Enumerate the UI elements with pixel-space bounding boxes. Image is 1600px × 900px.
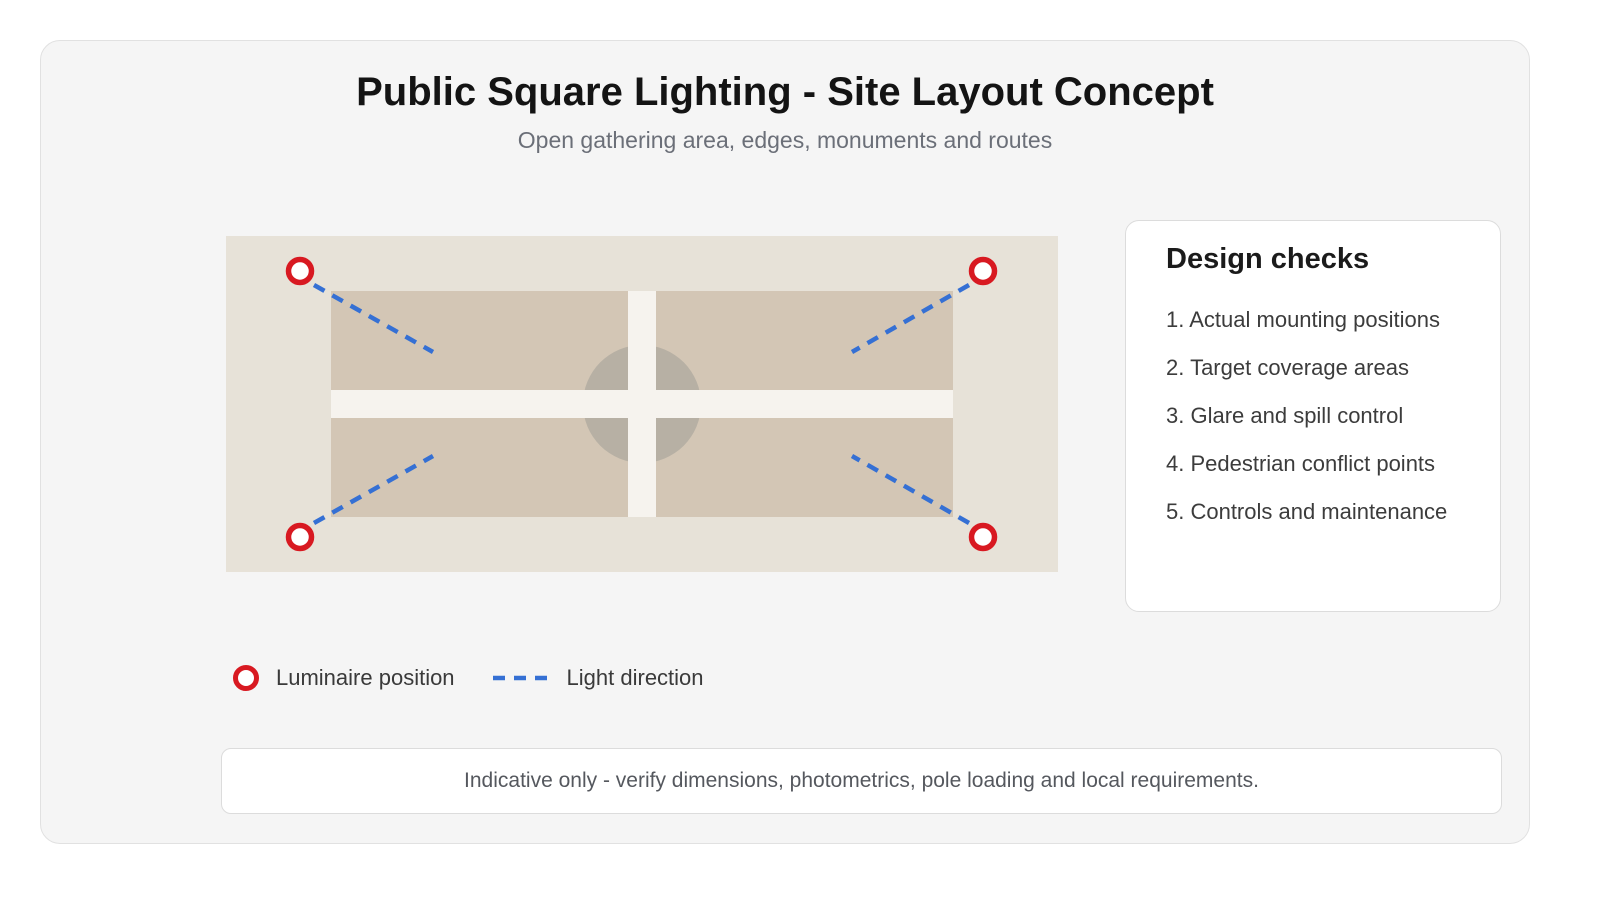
design-checks-title: Design checks — [1166, 243, 1370, 275]
design-check-item: 2. Target coverage areas — [1166, 355, 1409, 380]
block-bottom-left — [331, 418, 628, 517]
light-direction-bottom-left — [312, 454, 435, 525]
block-top-left — [331, 291, 628, 390]
luminaire-top-right — [968, 256, 998, 286]
design-check-item: 4. Pedestrian conflict points — [1166, 451, 1436, 476]
legend: Luminaire position Light direction — [232, 664, 742, 692]
legend-direction-label: Light direction — [566, 665, 704, 690]
footer-note: Indicative only - verify dimensions, pho… — [221, 748, 1502, 814]
legend-luminaire-label: Luminaire position — [276, 665, 455, 690]
design-check-item: 1. Actual mounting positions — [1166, 307, 1440, 332]
design-checks-list: 1. Actual mounting positions 2. Target c… — [1166, 307, 1447, 547]
design-checks-panel: Design checks 1. Actual mounting positio… — [1125, 220, 1501, 612]
light-direction-legend-icon — [492, 675, 551, 681]
luminaire-bottom-left — [285, 522, 315, 552]
luminaire-legend-icon — [233, 665, 259, 691]
legend-item-direction: Light direction — [492, 665, 704, 691]
path-vertical — [628, 291, 656, 517]
luminaire-bottom-right — [968, 522, 998, 552]
block-top-right — [656, 291, 953, 390]
design-check-item: 5. Controls and maintenance — [1166, 499, 1448, 524]
page-title: Public Square Lighting - Site Layout Con… — [356, 70, 1214, 114]
light-direction-top-right — [850, 283, 971, 354]
block-bottom-right — [656, 418, 953, 517]
light-direction-top-left — [312, 283, 435, 354]
light-direction-bottom-right — [850, 454, 971, 525]
legend-item-luminaire: Luminaire position — [232, 664, 455, 692]
page-subtitle: Open gathering area, edges, monuments an… — [517, 127, 1053, 153]
luminaire-top-left — [285, 256, 315, 286]
design-check-item: 3. Glare and spill control — [1166, 403, 1404, 428]
